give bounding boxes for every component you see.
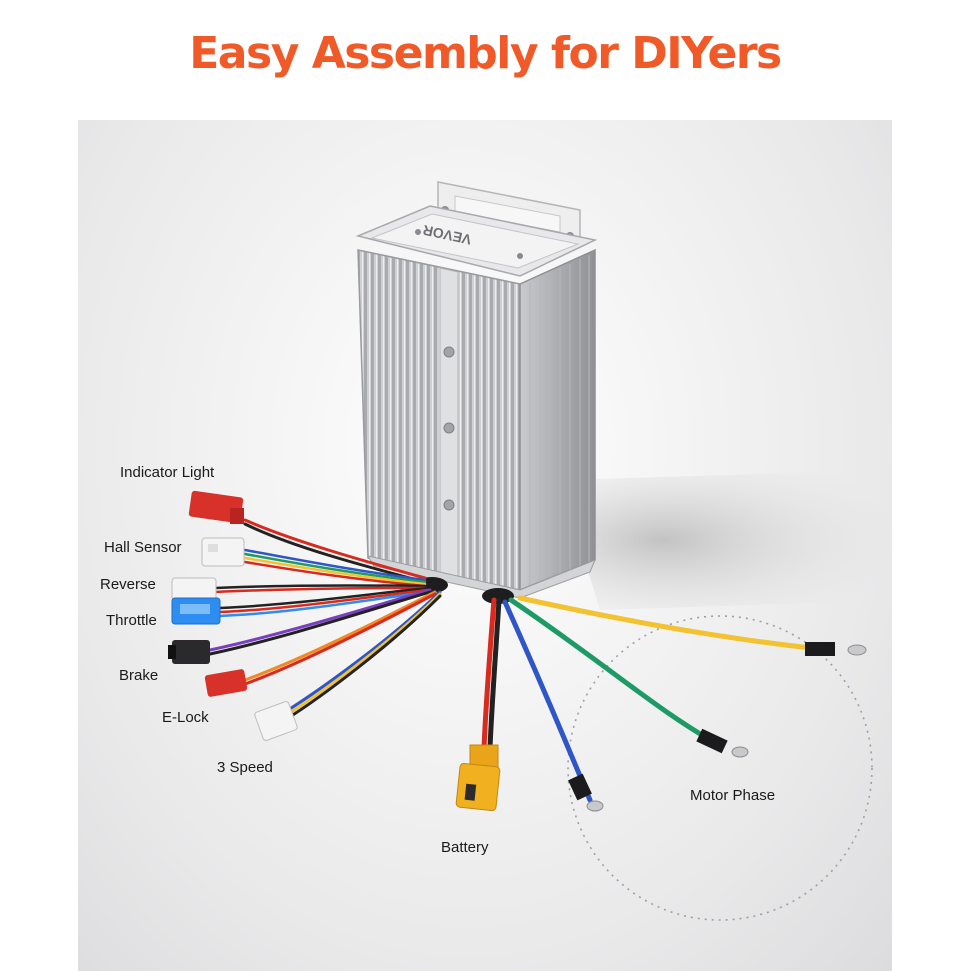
phase-terminal-yellow [805, 642, 867, 656]
battery-wires [481, 597, 502, 751]
label-three-speed: 3 Speed [217, 759, 273, 776]
e-lock-connector [204, 669, 248, 697]
label-brake: Brake [119, 667, 159, 684]
controller-shadow [560, 470, 900, 610]
hall-sensor-connector [201, 537, 245, 567]
label-e-lock: E-Lock [162, 709, 209, 726]
motor-phase-highlight [567, 615, 873, 921]
indicator-light-connector [188, 490, 244, 524]
signal-wire-bundle [208, 518, 442, 722]
label-motor-phase: Motor Phase [690, 787, 776, 804]
brake-connector [168, 640, 210, 664]
label-battery: Battery [441, 839, 489, 856]
throttle-connector [171, 597, 221, 625]
three-speed-connector [254, 701, 298, 741]
page-title: Easy Assembly for DIYers [189, 28, 782, 79]
label-hall-sensor: Hall Sensor [104, 539, 182, 556]
label-throttle: Throttle [106, 612, 157, 629]
label-indicator-light: Indicator Light [120, 464, 215, 481]
label-reverse: Reverse [100, 576, 156, 593]
reverse-connector [171, 577, 217, 601]
phase-terminal-green [696, 728, 749, 758]
controller-side-face [519, 248, 596, 592]
phase-terminal-blue [568, 773, 604, 812]
controller-front-face [357, 249, 521, 591]
battery-connector [455, 744, 501, 812]
